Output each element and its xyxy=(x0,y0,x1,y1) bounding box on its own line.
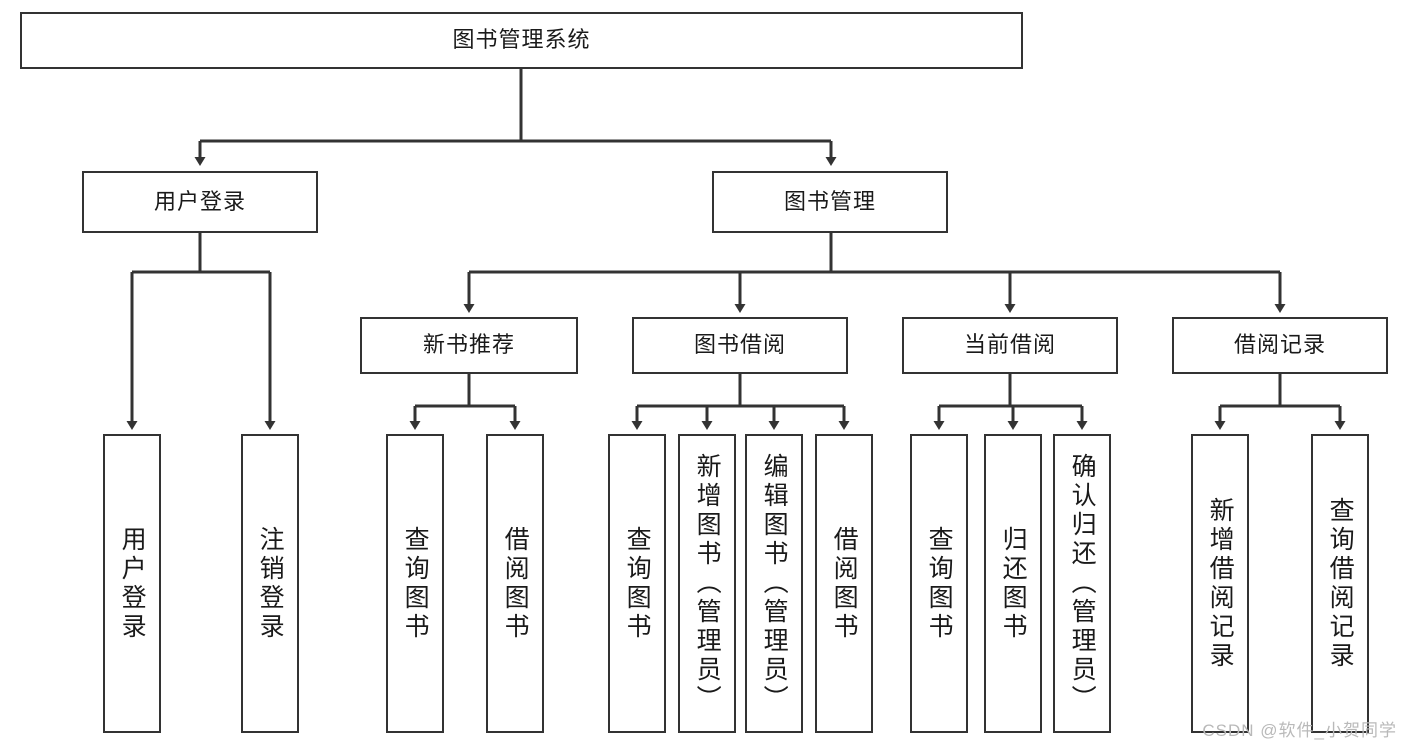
leaf-query-book-current-label: 查询图书 xyxy=(925,525,954,642)
leaf-add-borrow-record[interactable]: 新增借阅记录 xyxy=(1191,434,1249,733)
node-root-label: 图书管理系统 xyxy=(452,27,591,53)
node-borrow-record[interactable]: 借阅记录 xyxy=(1172,317,1388,374)
node-book-management-label: 图书管理 xyxy=(783,188,876,214)
node-current-borrow-label: 当前借阅 xyxy=(963,332,1056,358)
leaf-return-book[interactable]: 归还图书 xyxy=(984,434,1042,733)
leaf-confirm-return-admin-label: 确认归还（管理员） xyxy=(1068,453,1097,714)
leaf-borrow-book[interactable]: 借阅图书 xyxy=(815,434,873,733)
leaf-user-login[interactable]: 用户登录 xyxy=(103,434,161,733)
leaf-query-book-recommend[interactable]: 查询图书 xyxy=(386,434,444,733)
leaf-return-book-label: 归还图书 xyxy=(999,525,1028,642)
leaf-borrow-book-label: 借阅图书 xyxy=(830,525,859,642)
node-user-login-label: 用户登录 xyxy=(153,188,246,214)
leaf-add-book-admin-label: 新增图书（管理员） xyxy=(693,453,722,714)
leaf-query-book-recommend-label: 查询图书 xyxy=(401,525,430,642)
leaf-add-book-admin[interactable]: 新增图书（管理员） xyxy=(678,434,736,733)
node-borrow-record-label: 借阅记录 xyxy=(1233,332,1326,358)
leaf-user-logout-label: 注销登录 xyxy=(256,525,285,642)
node-root[interactable]: 图书管理系统 xyxy=(20,12,1023,69)
node-book-borrow-label: 图书借阅 xyxy=(693,332,786,358)
leaf-query-book-borrow[interactable]: 查询图书 xyxy=(608,434,666,733)
node-current-borrow[interactable]: 当前借阅 xyxy=(902,317,1118,374)
leaf-user-login-label: 用户登录 xyxy=(118,525,147,642)
leaf-edit-book-admin-label: 编辑图书（管理员） xyxy=(760,453,789,714)
node-new-book-recommend-label: 新书推荐 xyxy=(422,332,515,358)
leaf-query-book-current[interactable]: 查询图书 xyxy=(910,434,968,733)
leaf-query-borrow-record-label: 查询借阅记录 xyxy=(1326,496,1355,671)
watermark-text: CSDN @软件_小贺同学 xyxy=(1202,721,1397,740)
leaf-query-borrow-record[interactable]: 查询借阅记录 xyxy=(1311,434,1369,733)
node-book-management[interactable]: 图书管理 xyxy=(712,171,948,233)
leaf-add-borrow-record-label: 新增借阅记录 xyxy=(1206,496,1235,671)
node-user-login[interactable]: 用户登录 xyxy=(82,171,318,233)
node-book-borrow[interactable]: 图书借阅 xyxy=(632,317,848,374)
leaf-query-book-borrow-label: 查询图书 xyxy=(623,525,652,642)
node-new-book-recommend[interactable]: 新书推荐 xyxy=(360,317,578,374)
leaf-edit-book-admin[interactable]: 编辑图书（管理员） xyxy=(745,434,803,733)
leaf-user-logout[interactable]: 注销登录 xyxy=(241,434,299,733)
leaf-borrow-book-recommend-label: 借阅图书 xyxy=(501,525,530,642)
leaf-confirm-return-admin[interactable]: 确认归还（管理员） xyxy=(1053,434,1111,733)
leaf-borrow-book-recommend[interactable]: 借阅图书 xyxy=(486,434,544,733)
